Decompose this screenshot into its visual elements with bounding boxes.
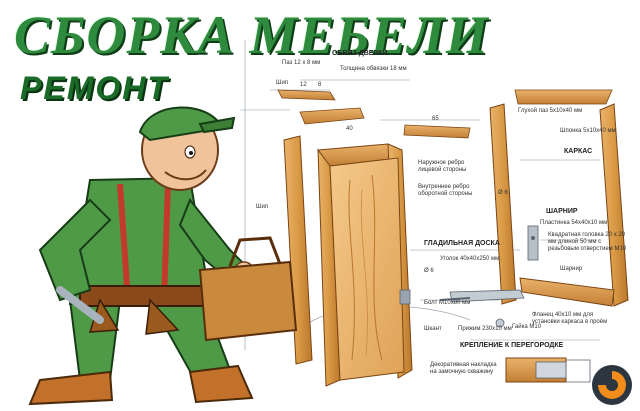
hardware: [399, 225, 539, 328]
label-corner: Уголок 40х40х250 мм: [440, 256, 500, 262]
top-rail-pieces: [277, 89, 613, 139]
label-hinge: ШАРНИР: [546, 208, 578, 215]
label-spike: Шкант: [424, 326, 442, 332]
brand-logo-icon: [592, 365, 632, 405]
label-groove2: Глухой паз 5х10х40 мм: [518, 108, 583, 114]
label-pin2: Шпонка 5х10х40 мм: [560, 128, 616, 134]
door-frame: [317, 143, 413, 387]
right-stile: [489, 103, 517, 305]
label-dim-65: 65: [432, 116, 439, 122]
label-dim-40: 40: [346, 126, 353, 132]
label-pin-left: Шип: [256, 204, 269, 210]
label-pin: Шип: [276, 80, 289, 86]
label-thickness: Толщина обвязки 18 мм: [340, 66, 407, 72]
page-title: СБОРКА МЕБЕЛИ: [14, 5, 489, 65]
worker-figure: [28, 106, 298, 406]
label-d6: Ø 6: [424, 268, 434, 274]
label-groove: Паз 12 x 8 мм: [282, 60, 321, 66]
label-frame: КАРКАС: [564, 148, 593, 155]
carcass-frame: [519, 103, 629, 307]
label-nut: Гайка М10: [512, 324, 542, 330]
label-mount: КРЕПЛЕНИЕ К ПЕРЕГОРОДКЕ: [460, 342, 564, 349]
label-clamp: Прижим 230х10 мм: [458, 326, 512, 332]
label-screw: Квадратная головка 20 х 20 мм длиной 50 …: [548, 232, 627, 252]
label-bolt: Болт М10х80 мм: [424, 300, 471, 306]
cross-section: [505, 357, 591, 383]
label-hinge2: Шарнир: [560, 266, 583, 272]
label-dim-12: 12: [300, 82, 307, 88]
label-inner-edge: Внутреннее ребро оборотной стороны: [418, 184, 473, 197]
label-outer-edge: Наружное ребро лицевой стороны: [418, 160, 467, 173]
label-panel: ГЛАДИЛЬНАЯ ДОСКА: [424, 240, 500, 247]
label-door-frame: ОБВЯЗ ДВЕРКИ: [332, 50, 388, 57]
label-dim-8: 8: [318, 82, 322, 88]
page-subtitle: РЕМОНТ: [20, 70, 169, 106]
label-plate: Пластинка 54х40х10 мм: [540, 220, 608, 226]
label-d6-right: Ø 6: [498, 190, 508, 196]
label-dowel: Фланец 40х10 мм для установки каркаса в …: [532, 312, 608, 325]
label-decor: Декоративная накладка на замочную скважи…: [430, 362, 497, 375]
